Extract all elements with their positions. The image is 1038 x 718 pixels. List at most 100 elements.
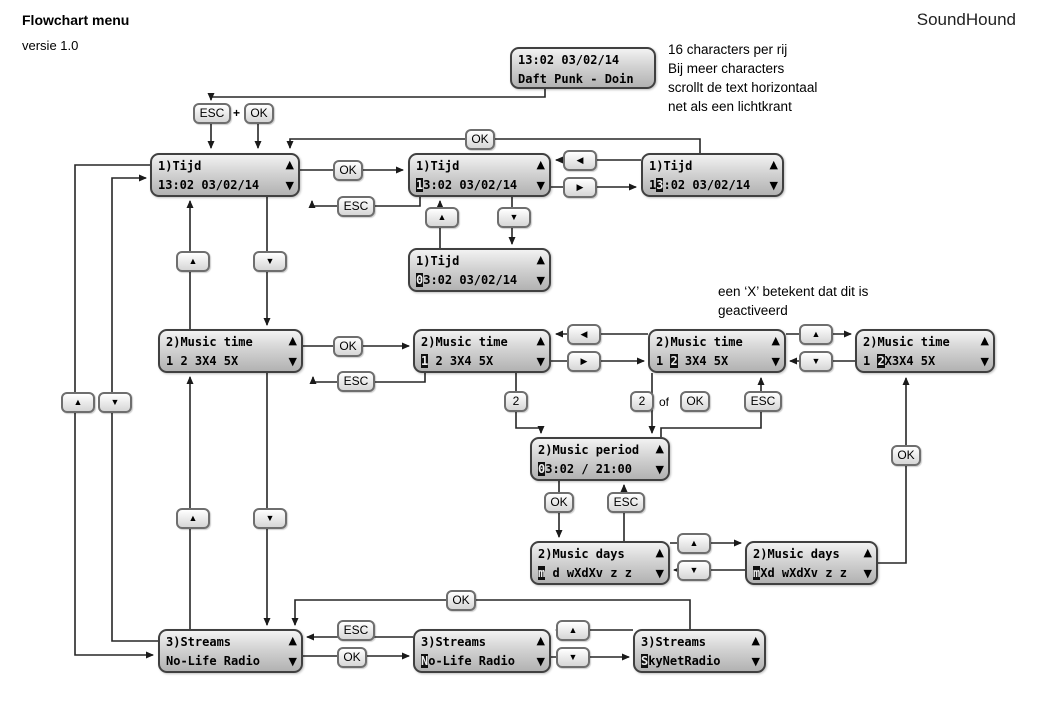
lcd-cursor: S [641, 654, 649, 668]
esc-key-period: ESC [744, 391, 782, 412]
lcd-music-period: 2)Music period 03:02 / 21:00 ▲ ▼ [530, 437, 670, 481]
scroll-down-icon: ▼ [285, 179, 294, 192]
lcd-line2-text: 13:02 03/02/14 [158, 178, 260, 192]
lcd-cursor: 2 [670, 354, 678, 368]
scroll-down-icon: ▼ [288, 355, 297, 368]
down-key-menu-2: ▼ [253, 508, 287, 529]
lcd-line1-text: 2)Music time [656, 335, 743, 349]
esc-key-music: ESC [337, 371, 375, 392]
lcd-line2: 13:02 03/02/14 [416, 176, 543, 195]
lcd-music-time-day2-activated: 2)Music time 1 2X3X4 5X ▲ ▼ [855, 329, 995, 373]
lcd-line1: 1)Tijd [158, 157, 292, 176]
scroll-up-icon: ▲ [769, 158, 778, 171]
lcd-cursor: m [753, 566, 761, 580]
ok-key-streams-save: OK [446, 590, 476, 611]
lcd-line2: 13:02 03/02/14 [158, 176, 292, 195]
down-key-menu-wrap: ▼ [98, 392, 132, 413]
scroll-down-icon: ▼ [863, 567, 872, 580]
scroll-up-icon: ▲ [863, 546, 872, 559]
ok-key-period-enter: OK [680, 391, 710, 412]
lcd-line2-text: No-Life Radio [166, 654, 260, 668]
scroll-down-icon: ▼ [536, 355, 545, 368]
lcd-line1: 2)Music days [538, 545, 662, 564]
up-key-menu-wrap: ▲ [61, 392, 95, 413]
lcd-line2-text: 1 2 3X4 5X [166, 354, 239, 368]
scroll-up-icon: ▲ [536, 634, 545, 647]
esc-key-streams: ESC [337, 620, 375, 641]
lcd-line2-text-after: X3X4 5X [884, 354, 936, 368]
down-key-tijd-value: ▼ [497, 207, 531, 228]
lcd-line1: 3)Streams [166, 633, 295, 652]
up-key-music-toggle: ▲ [799, 324, 833, 345]
down-key-music-toggle: ▼ [799, 351, 833, 372]
lcd-line2-text: 1 [649, 178, 657, 192]
lcd-line2-text-after: d wXdXv z z [545, 566, 632, 580]
lcd-cursor: 0 [538, 462, 546, 476]
scroll-up-icon: ▲ [288, 634, 297, 647]
lcd-streams-edit: 3)Streams No-Life Radio ▲ ▼ [413, 629, 551, 673]
lcd-now-playing: 13:02 03/02/14 Daft Punk - Doin [510, 47, 656, 89]
scroll-down-icon: ▼ [536, 655, 545, 668]
scroll-down-icon: ▼ [655, 463, 664, 476]
scroll-up-icon: ▲ [655, 546, 664, 559]
lcd-line1: 2)Music time [863, 333, 987, 352]
lcd-line2: Daft Punk - Doin [518, 70, 648, 89]
lcd-line2-text-after: 3:02 03/02/14 [423, 273, 518, 287]
ok-key-streams-enter: OK [337, 647, 367, 668]
scroll-down-icon: ▼ [536, 274, 545, 287]
lcd-line1-text: 13:02 03/02/14 [518, 53, 620, 67]
scroll-note-line: Bij meer characters [668, 61, 785, 76]
up-key-streams: ▲ [556, 620, 590, 641]
esc-key: ESC [193, 103, 231, 124]
lcd-line1-text: 2)Music days [753, 547, 840, 561]
lcd-line1-text: 2)Music time [421, 335, 508, 349]
lcd-line1: 1)Tijd [416, 252, 543, 271]
lcd-line2: mXd wXdXv z z [753, 564, 870, 583]
lcd-line2: No-Life Radio [421, 652, 543, 671]
lcd-cursor: 2 [877, 354, 885, 368]
lcd-line1: 2)Music period [538, 441, 662, 460]
scroll-note-line: scrollt de text horizontaal [668, 80, 818, 95]
lcd-music-time-edit-day1: 2)Music time 1 2 3X4 5X ▲ ▼ [413, 329, 551, 373]
lcd-line2: SkyNetRadio [641, 652, 758, 671]
scroll-note: 16 characters per rij Bij meer character… [668, 40, 817, 116]
ok-key: OK [244, 103, 274, 124]
lcd-line1: 1)Tijd [416, 157, 543, 176]
lcd-cursor: 3 [656, 178, 664, 192]
lcd-cursor: 1 [416, 178, 424, 192]
lcd-line1: 2)Music time [166, 333, 295, 352]
lcd-line2-text: 1 [656, 354, 671, 368]
lcd-line2: 1 2 3X4 5X [166, 352, 295, 371]
scroll-up-icon: ▲ [536, 253, 545, 266]
lcd-music-time-edit-day2: 2)Music time 1 2 3X4 5X ▲ ▼ [648, 329, 786, 373]
scroll-up-icon: ▲ [751, 634, 760, 647]
lcd-music-days: 2)Music days m d wXdXv z z ▲ ▼ [530, 541, 670, 585]
lcd-line1: 1)Tijd [649, 157, 776, 176]
lcd-music-time-main: 2)Music time 1 2 3X4 5X ▲ ▼ [158, 329, 303, 373]
right-key-music: ▶ [567, 351, 601, 372]
scroll-note-line: net als een lichtkrant [668, 99, 792, 114]
lcd-line2-text-after: 2 3X4 5X [428, 354, 494, 368]
lcd-line1-text: 3)Streams [166, 635, 232, 649]
two-key-left: 2 [504, 391, 528, 412]
lcd-line1-text: 1)Tijd [649, 159, 693, 173]
lcd-streams-main: 3)Streams No-Life Radio ▲ ▼ [158, 629, 303, 673]
scroll-up-icon: ▲ [288, 334, 297, 347]
lcd-line1: 2)Music time [421, 333, 543, 352]
scroll-down-icon: ▼ [771, 355, 780, 368]
lcd-line2-text-after: Xd wXdXv z z [760, 566, 847, 580]
lcd-line1-text: 1)Tijd [416, 254, 460, 268]
lcd-line2: 1 2 3X4 5X [421, 352, 543, 371]
lcd-line2-text: 1 [863, 354, 878, 368]
lcd-cursor: 0 [416, 273, 424, 287]
lcd-line1: 13:02 03/02/14 [518, 51, 648, 70]
lcd-line1: 3)Streams [641, 633, 758, 652]
up-key-menu-1: ▲ [176, 251, 210, 272]
ok-key-tijd-enter: OK [333, 160, 363, 181]
lcd-tijd-edit-char1: 1)Tijd 13:02 03/02/14 ▲ ▼ [408, 153, 551, 197]
down-key-days-toggle: ▼ [677, 560, 711, 581]
lcd-line2-text-after: 3:02 03/02/14 [423, 178, 518, 192]
ok-key-music-enter: OK [333, 336, 363, 357]
